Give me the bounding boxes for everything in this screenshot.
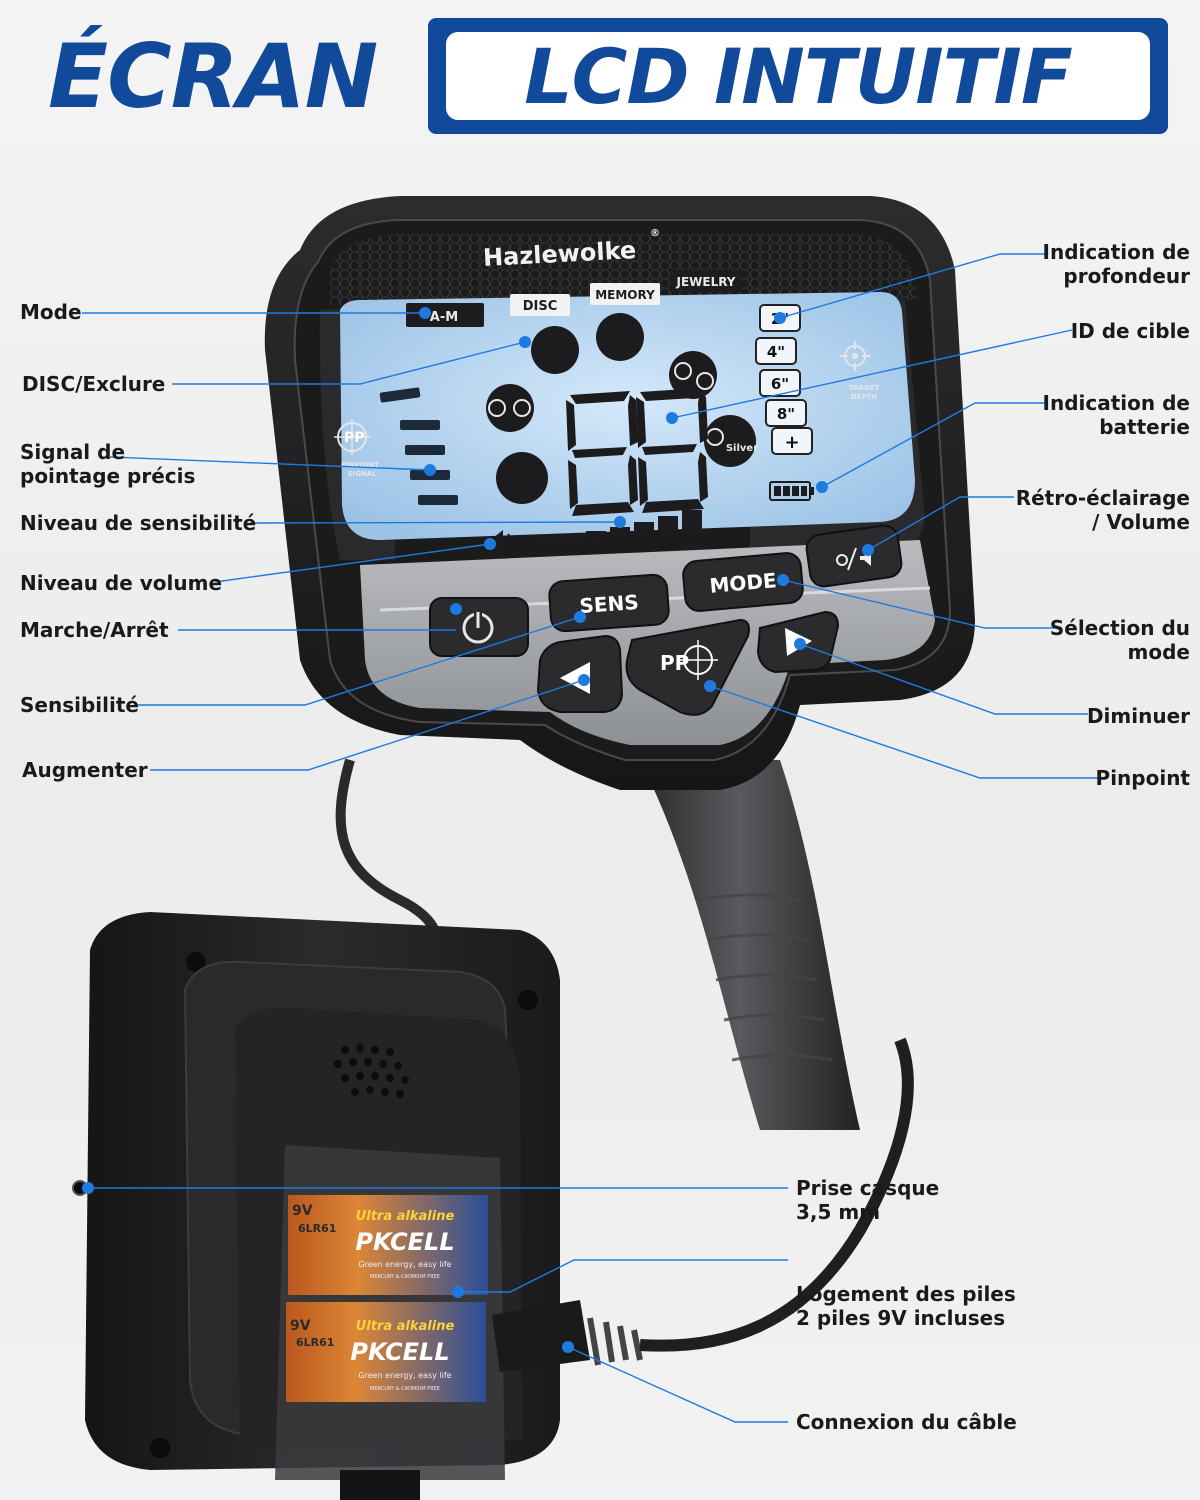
label-headphone-1: Prise casque: [796, 1176, 940, 1200]
sens-button-label: SENS: [579, 590, 640, 618]
battery-level-icon: [769, 481, 814, 501]
label-battery-2: batterie: [1099, 415, 1190, 439]
battery-2-brand: PKCELL: [350, 1338, 449, 1366]
label-pinpoint: Pinpoint: [1095, 766, 1190, 790]
battery-1-slogan: Green energy, easy life: [358, 1260, 451, 1269]
callout-dots: [82, 307, 874, 1353]
target-depth-label-1: TARGET: [849, 384, 880, 392]
speaker-grille: [334, 1044, 409, 1098]
callout-lines: [82, 253, 1098, 1423]
label-sensitivity-level: Niveau de sensibilité: [20, 511, 257, 535]
battery-1-voltage: 9V: [292, 1203, 313, 1219]
battery-1-tagline: Ultra alkaline: [356, 1209, 455, 1224]
label-power: Marche/Arrêt: [20, 618, 169, 642]
pp-badge-text: PP: [344, 430, 365, 446]
title-lcd-intuitif: LCD INTUITIF: [446, 32, 1150, 121]
label-pinpoint-signal-2: pointage précis: [20, 464, 196, 488]
battery-2: 9V 6LR61 Ultra alkaline PKCELL Green ene…: [286, 1302, 486, 1402]
battery-2-fine: MERCURY & CADMIUM FREE: [370, 1386, 440, 1392]
label-headphone-2: 3,5 mm: [796, 1200, 881, 1224]
label-sensitivity: Sensibilité: [20, 693, 139, 717]
sensitivity-bars: [379, 387, 458, 505]
sens-button[interactable]: SENS: [548, 573, 670, 633]
battery-2-slogan: Green energy, easy life: [358, 1371, 451, 1380]
target-id-icons: [486, 313, 756, 504]
battery-1-fine: MERCURY & CADMIUM FREE: [370, 1274, 440, 1280]
label-mode: Mode: [20, 300, 82, 324]
digits-value: 88: [0, 0, 2, 1]
label-pinpoint-signal-1: Signal de: [20, 440, 126, 464]
back-unit: 9V 6LR61 Ultra alkaline PKCELL Green ene…: [72, 912, 914, 1500]
battery-1-brand: PKCELL: [355, 1228, 454, 1256]
label-increase: Augmenter: [22, 758, 148, 782]
registered-mark: ®: [650, 228, 660, 239]
label-battery-1: Indication de: [1042, 391, 1190, 415]
label-depth-1: Indication de: [1042, 240, 1190, 264]
silver-label: Silver: [726, 443, 758, 454]
title-badge: LCD INTUITIF: [428, 18, 1168, 134]
label-volume-level: Niveau de volume: [20, 571, 223, 595]
pinpoint-signal-icon: [334, 419, 370, 455]
sensitivity-ramp: [538, 510, 702, 544]
backlight-volume-button[interactable]: [805, 524, 903, 588]
power-button[interactable]: [429, 597, 529, 657]
depth-6: 6": [771, 375, 789, 393]
shaft: [640, 760, 860, 1130]
label-decrease: Diminuer: [1086, 704, 1190, 728]
label-battery-slot-1: Logement des piles: [796, 1282, 1016, 1306]
label-battery-slot-2: 2 piles 9V incluses: [796, 1306, 1006, 1330]
label-mode-select-1: Sélection du: [1049, 616, 1190, 640]
left-arrow-button[interactable]: [536, 634, 624, 713]
cable-connector: [340, 1037, 914, 1500]
label-backlight-2: / Volume: [1092, 510, 1190, 534]
label-target-id: ID de cible: [1070, 319, 1190, 343]
mode-button[interactable]: MODE: [682, 552, 804, 612]
pinpoint-signal-label-1: PINPOINT: [341, 461, 379, 469]
depth-8: 8": [777, 405, 795, 423]
label-disc: DISC/Exclure: [22, 372, 166, 396]
mode-disc: DISC: [523, 299, 558, 314]
label-backlight-1: Rétro-éclairage: [1015, 486, 1190, 510]
mode-am: A-M: [430, 310, 458, 325]
mode-jewelry: JEWELRY: [675, 275, 735, 289]
battery-2-voltage: 9V: [290, 1318, 311, 1334]
label-cable: Connexion du câble: [796, 1410, 1017, 1434]
pinpoint-button[interactable]: PP: [625, 618, 750, 716]
label-depth-2: profondeur: [1063, 264, 1190, 288]
title-ecran: ÉCRAN: [48, 25, 378, 128]
target-id-digits: [566, 388, 708, 516]
depth-4: 4": [767, 343, 785, 361]
battery-2-tagline: Ultra alkaline: [356, 1319, 455, 1334]
target-depth-label-2: DEPTH: [851, 393, 877, 401]
target-depth-icon: [840, 341, 870, 371]
battery-1-model: 6LR61: [298, 1222, 336, 1235]
battery-2-model: 6LR61: [296, 1336, 334, 1349]
pinpoint-signal-label-2: SIGNAL: [347, 470, 377, 478]
depth-plus: +: [784, 432, 799, 453]
mode-button-label: MODE: [709, 568, 778, 598]
label-mode-select-2: mode: [1127, 640, 1190, 664]
mode-memory: MEMORY: [595, 288, 655, 302]
battery-1: 9V 6LR61 Ultra alkaline PKCELL Green ene…: [288, 1195, 488, 1295]
